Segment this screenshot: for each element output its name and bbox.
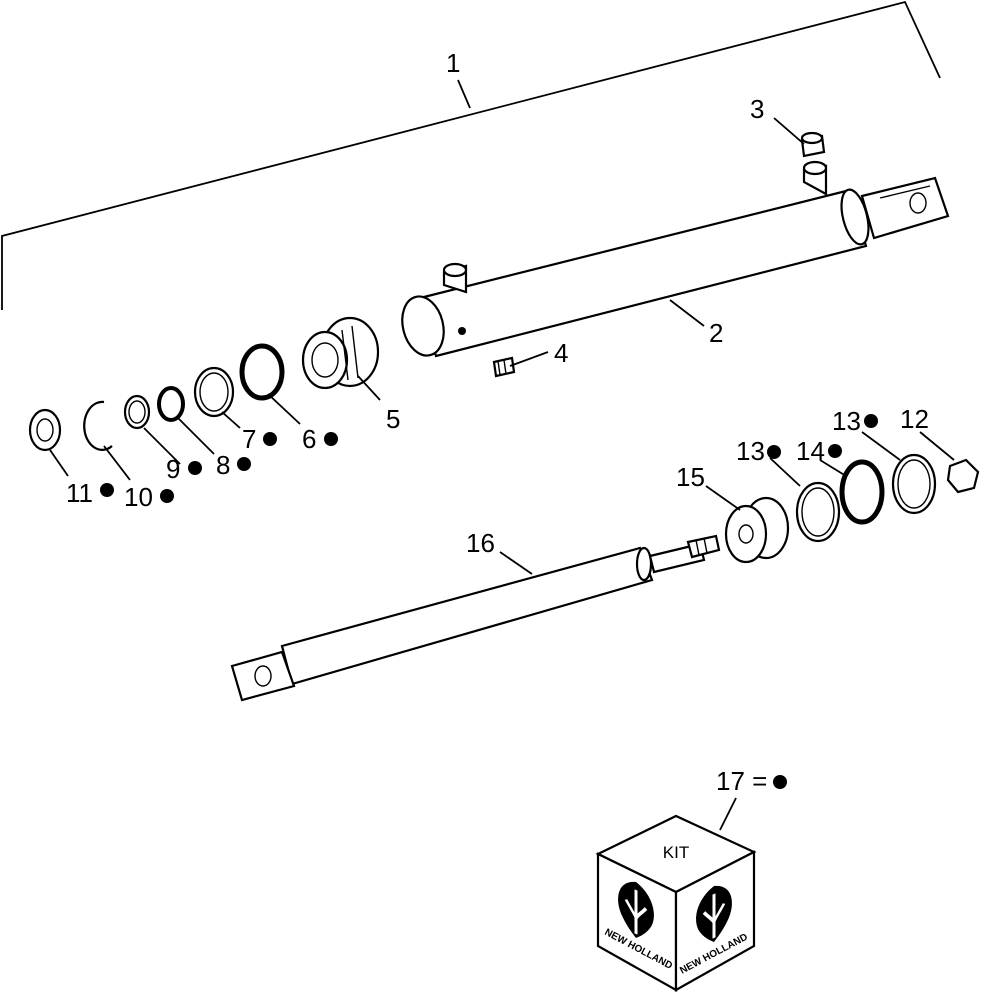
kit-dot-17 [773, 775, 787, 789]
callout-3: 3 [750, 94, 764, 124]
callout-11: 11 [66, 478, 93, 508]
kit-box: KIT NEW HOLLAND NEW HOLLAND [595, 814, 757, 992]
callout-labels: 1 2 3 4 5 6 7 8 9 10 11 12 13 13 14 15 1… [66, 48, 929, 796]
callout-4: 4 [554, 338, 568, 368]
kit-dot-9 [188, 461, 202, 475]
new-holland-leaf-icon [696, 885, 732, 942]
callout-15: 15 [676, 462, 705, 492]
callout-12: 12 [900, 404, 929, 434]
callout-8: 8 [216, 450, 230, 480]
leader-lines [49, 117, 955, 831]
callout-17: 17 = [716, 766, 767, 796]
assembly-bracket-1 [1, 0, 941, 310]
kit-dot-13-left [767, 445, 781, 459]
kit-label: KIT [663, 843, 689, 862]
callout-16: 16 [466, 528, 495, 558]
grease-fitting [492, 356, 516, 378]
callout-5: 5 [386, 404, 400, 434]
callout-7: 7 [242, 424, 256, 454]
callout-13-right: 13 [832, 406, 861, 436]
kit-dot-10 [160, 489, 174, 503]
kit-dot-14 [828, 444, 842, 458]
kit-dot-11 [100, 483, 114, 497]
cylinder-barrel [401, 160, 950, 358]
new-holland-leaf-icon [618, 881, 654, 938]
kit-dot-8 [237, 457, 251, 471]
bleed-screw [800, 131, 826, 158]
kit-dot-13-right [864, 414, 878, 428]
kit-dot-6 [324, 432, 338, 446]
piston-rod [230, 534, 721, 702]
kit-dot-7 [263, 432, 277, 446]
piston [724, 496, 790, 564]
callout-10: 10 [124, 482, 153, 512]
callout-13-left: 13 [736, 436, 765, 466]
cylinder-gland [301, 316, 380, 390]
callout-6: 6 [302, 424, 316, 454]
callout-1: 1 [446, 48, 460, 78]
callout-2: 2 [709, 318, 723, 348]
callout-14: 14 [796, 436, 825, 466]
piston-seal-set [795, 453, 980, 543]
kit-marker-dots [100, 414, 878, 789]
callout-9: 9 [166, 454, 180, 484]
left-seal-set [28, 343, 285, 452]
